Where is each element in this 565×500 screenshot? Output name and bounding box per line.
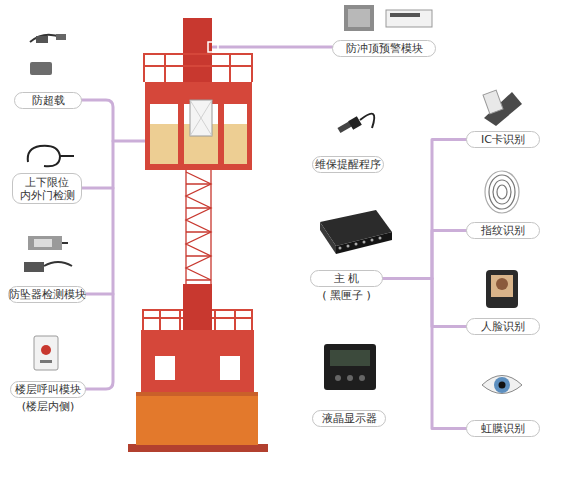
upper-cab — [144, 54, 252, 170]
node-label: 楼层呼叫模块 — [15, 383, 81, 396]
fall-arrester-icon — [24, 236, 72, 272]
label-pill: 防坠器检测模块 — [8, 286, 86, 303]
label-pill: 楼层呼叫模块(楼层内侧) — [10, 381, 86, 398]
floor-call-icon — [34, 336, 58, 370]
ic-card-icon — [483, 90, 522, 126]
sensor-mark — [208, 42, 218, 52]
connector-line — [383, 279, 466, 327]
node-label: 防坠器检测模块 — [9, 288, 86, 301]
fingerprint-icon — [485, 171, 519, 213]
usb-icon — [337, 114, 374, 133]
node-note: (楼层内侧) — [0, 400, 105, 413]
connector-line — [383, 140, 466, 279]
connector-line — [383, 231, 466, 279]
limit-switch-cable-icon — [28, 146, 74, 167]
iris-icon — [482, 376, 522, 394]
node-label: 虹膜识别 — [481, 422, 525, 435]
node-label: 防冲顶预警模块 — [346, 42, 423, 55]
leader-line — [213, 46, 332, 49]
node-label: 主 机 — [334, 272, 360, 285]
leader-line — [86, 293, 113, 296]
node-label: 维保提醒程序 — [315, 158, 381, 171]
label-pill: 人脸识别 — [466, 318, 540, 335]
mast-lattice — [186, 168, 211, 284]
label-pill: 指纹识别 — [466, 222, 540, 239]
label-pill: 上下限位 内外门检测 — [12, 173, 82, 204]
lcd-icon — [324, 344, 376, 390]
node-label: 上下限位 内外门检测 — [16, 176, 78, 202]
base-plate — [128, 444, 268, 452]
node-label: 防超载 — [32, 94, 65, 107]
load-sensor-icon — [30, 34, 66, 75]
label-pill: 维保提醒程序 — [312, 156, 384, 173]
node-label: 人脸识别 — [481, 320, 525, 333]
leader-line — [82, 187, 113, 190]
black-box-icon — [320, 210, 392, 254]
leader-line — [113, 140, 146, 143]
label-pill: 液晶显示器 — [312, 410, 386, 427]
face-terminal-icon — [486, 270, 518, 308]
left-bus — [82, 100, 113, 389]
connector-line — [383, 279, 466, 429]
node-label: 指纹识别 — [481, 224, 525, 237]
product-icons — [24, 5, 522, 394]
label-pill: 主 机( 黑匣子 ) — [310, 270, 383, 287]
node-label: 液晶显示器 — [322, 412, 377, 425]
label-pill: IC卡识别 — [466, 131, 540, 148]
label-pill: 防超载 — [14, 92, 82, 109]
node-label: IC卡识别 — [481, 133, 525, 146]
label-pill: 虹膜识别 — [466, 420, 540, 437]
lower-cage — [136, 284, 258, 445]
node-note: ( 黑匣子 ) — [291, 289, 402, 302]
label-pill: 防冲顶预警模块 — [332, 40, 436, 57]
anti-overtravel-icon — [344, 5, 432, 31]
